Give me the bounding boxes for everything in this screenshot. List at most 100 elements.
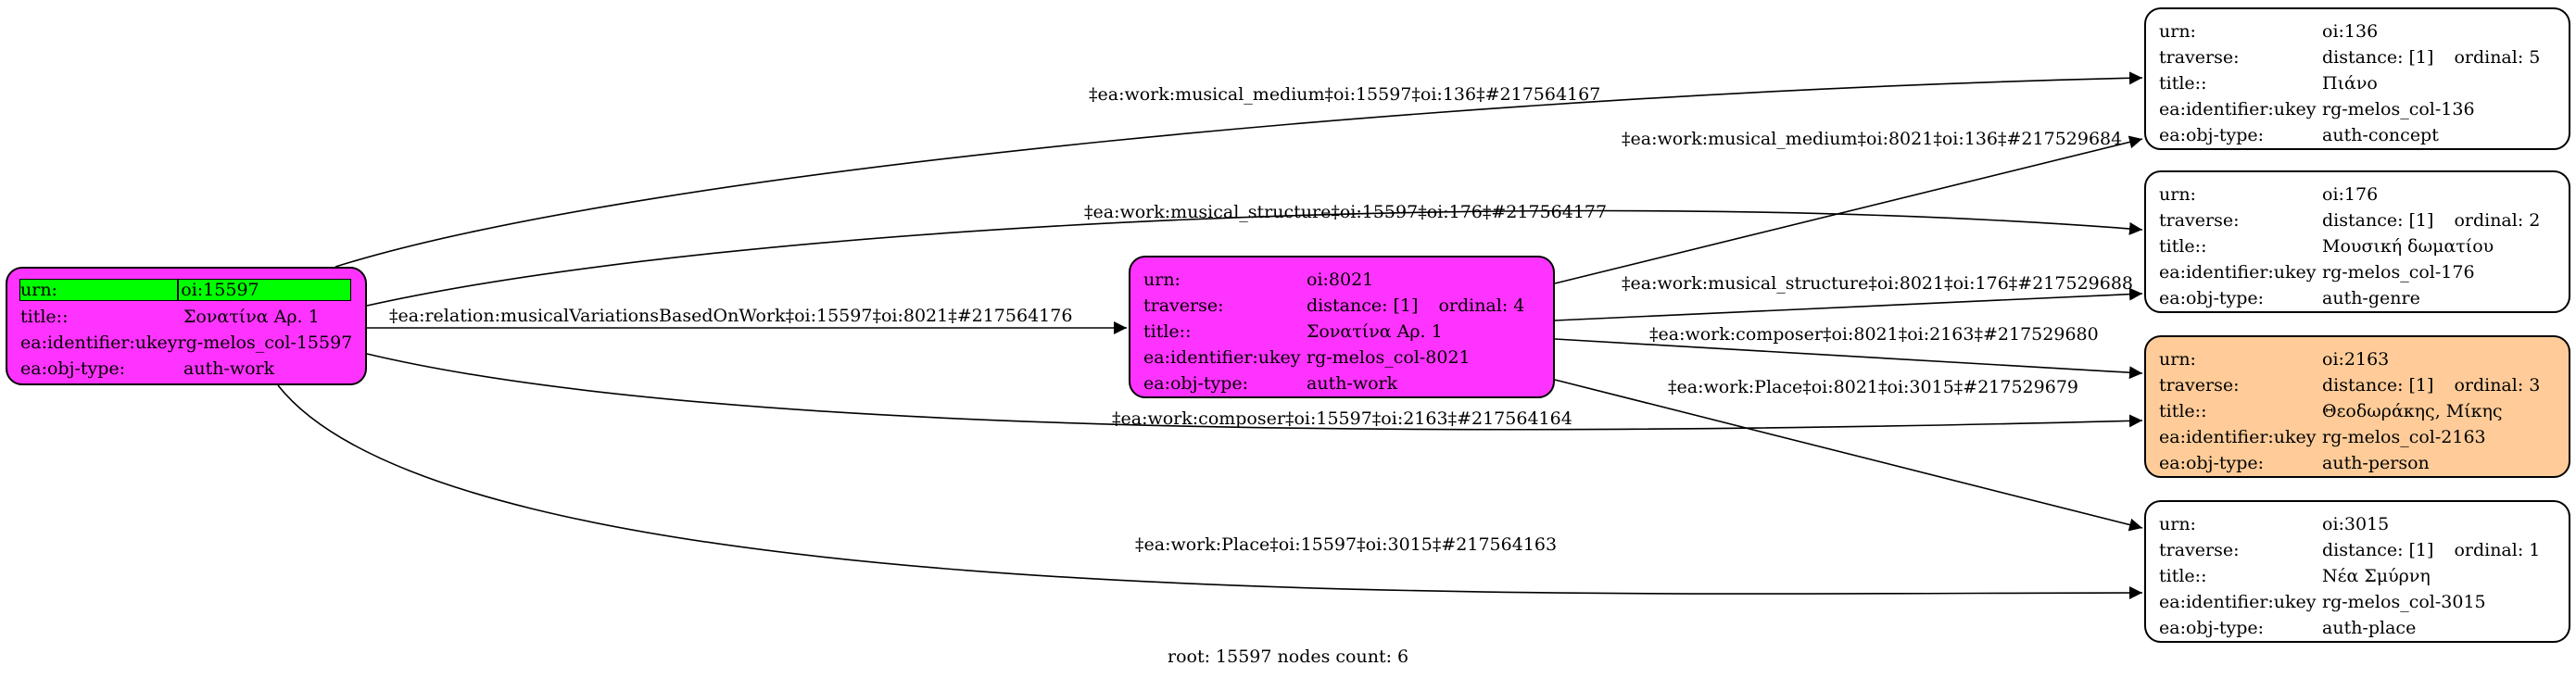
field-value: Μουσική δωματίου: [2322, 236, 2494, 257]
node-field-row: urn: oi:2163: [2159, 346, 2554, 372]
field-value-text: auth-place: [2322, 618, 2417, 638]
field-key: traverse:: [1143, 295, 1224, 316]
field-value-text: distance: [1]: [1307, 295, 1419, 316]
field-value-text: oi:176: [2322, 184, 2379, 205]
edge-oi-15597-to-oi-136: [335, 71, 2143, 268]
field-value: oi:15597: [178, 279, 351, 301]
edge-oi-15597-to-oi-176: [366, 209, 2143, 307]
field-value-text: Νέα Σμύρνη: [2322, 566, 2431, 586]
field-key: title::: [2159, 73, 2207, 94]
field-value-text: Σονατίνα Αρ. 1: [1307, 321, 1443, 342]
field-key: urn:: [2159, 514, 2196, 534]
field-value-text: rg-melos_col-2163: [2322, 427, 2486, 447]
field-value: rg-melos_col-136: [2322, 99, 2475, 119]
node-field-row: traverse: distance: [1] ordinal: 2: [2159, 207, 2554, 233]
field-key: urn:: [2159, 349, 2196, 370]
field-value: distance: [1] ordinal: 2: [2322, 210, 2540, 231]
edge-oi-8021-to-oi-176: [1554, 287, 2143, 321]
field-ordinal: ordinal: 4: [1438, 295, 1525, 316]
field-key: title::: [2159, 566, 2207, 586]
field-value: auth-work: [1307, 373, 1397, 394]
node-field-row: urn:oi:136: [2159, 19, 2554, 44]
field-value-text: oi:3015: [2322, 514, 2390, 534]
field-value-text: distance: [1]: [2322, 210, 2434, 231]
field-key: urn:: [2159, 21, 2196, 42]
node-oi-136[interactable]: urn:oi:136 traverse: distance: [1]ordinal:…: [2144, 7, 2570, 150]
node-field-row: ea:obj-type: auth-genre: [2159, 285, 2554, 311]
field-value: distance: [1] ordinal: 4: [1307, 295, 1524, 316]
field-value-text: auth-genre: [2322, 288, 2420, 308]
field-key: urn:: [2159, 184, 2196, 205]
edge-label: ‡ea:work:musical_medium‡oi:15597‡oi:136‡…: [1089, 84, 1600, 105]
field-value-text: distance: [1]: [2322, 540, 2434, 560]
node-oi-2163[interactable]: urn: oi:2163 traverse: distance: [1]ordinal…: [2144, 335, 2570, 478]
node-field-row: ea:obj-type: auth-concept: [2159, 122, 2554, 148]
field-value-text: Θεοδωράκης, Μίκης: [2322, 401, 2503, 421]
field-value-text: rg-melos_col-8021: [1307, 347, 1471, 368]
field-key: ea:obj-type:: [2159, 288, 2265, 308]
node-field-row: title::Θεοδωράκης, Μίκης: [2159, 398, 2554, 424]
node-field-row: traverse: distance: [1]ordinal: 3: [2159, 372, 2554, 398]
field-key: ea:obj-type:: [20, 358, 126, 379]
node-field-row: ea:obj-type:auth-place: [2159, 615, 2554, 641]
field-value: oi:8021: [1307, 270, 1373, 290]
field-value-text: rg-melos_col-176: [2322, 262, 2475, 282]
node-field-row: title::Νέα Σμύρνη: [2159, 563, 2554, 589]
node-field-row: urn: oi:8021: [1143, 267, 1538, 293]
field-value: auth-concept: [2322, 125, 2439, 145]
field-value-text: auth-concept: [2322, 125, 2439, 145]
edge-label: ‡ea:work:composer‡oi:15597‡oi:2163‡#2175…: [1112, 408, 1572, 429]
field-value: auth-place: [2322, 618, 2416, 638]
node-field-row: urn: oi:3015: [2159, 511, 2554, 537]
field-value: Θεοδωράκης, Μίκης: [2322, 401, 2503, 421]
field-value: distance: [1]ordinal: 3: [2322, 375, 2540, 396]
field-key: traverse:: [2159, 375, 2240, 396]
field-key: ea:identifier:ukey: [2159, 262, 2317, 282]
field-key: ea:identifier:ukey: [2159, 592, 2317, 612]
field-value: distance: [1]ordinal: 5: [2322, 47, 2540, 68]
field-key: traverse:: [2159, 47, 2240, 68]
field-key: urn:: [1143, 270, 1181, 290]
field-key: ea:identifier:ukey: [2159, 427, 2317, 447]
field-value-text: rg-melos_col-3015: [2322, 592, 2486, 612]
field-value: rg-melos_col-176: [2322, 262, 2475, 282]
field-value: auth-person: [2322, 453, 2430, 473]
field-value-text: oi:15597: [181, 280, 259, 300]
field-value: Σονατίνα Αρ. 1: [1307, 321, 1443, 342]
field-key: ea:identifier:ukey: [20, 333, 178, 353]
node-oi-8021[interactable]: urn: oi:8021 traverse: distance: [1] ordinal…: [1129, 256, 1555, 398]
field-value: Νέα Σμύρνη: [2322, 566, 2431, 586]
field-key: ea:obj-type:: [2159, 125, 2265, 145]
field-key: ea:obj-type:: [1143, 373, 1249, 394]
edge-label: ‡ea:work:musical_structure‡oi:8021‡oi:17…: [1622, 273, 2133, 294]
field-key: traverse:: [2159, 210, 2240, 231]
edge-oi-15597-to-oi-3015: [277, 384, 2143, 600]
node-field-row: urn: oi:176: [2159, 182, 2554, 207]
field-value: oi:2163: [2322, 349, 2389, 370]
field-value-text: auth-work: [1307, 373, 1398, 394]
field-ordinal: ordinal: 3: [2454, 375, 2541, 396]
field-value: oi:176: [2322, 184, 2378, 205]
node-field-row: ea:obj-type: auth-work: [20, 356, 350, 382]
node-oi-176[interactable]: urn: oi:176 traverse: distance: [1] ordinal:…: [2144, 170, 2570, 313]
field-ordinal: ordinal: 1: [2454, 540, 2541, 560]
field-key: title::: [2159, 401, 2207, 421]
field-value-text: oi:8021: [1307, 270, 1374, 290]
field-value: distance: [1] ordinal: 1: [2322, 540, 2540, 560]
field-key: urn:: [19, 279, 179, 301]
field-value: auth-work: [183, 358, 274, 379]
field-ordinal: ordinal: 2: [2454, 210, 2541, 231]
edge-label: ‡ea:work:composer‡oi:8021‡oi:2163‡#21752…: [1649, 324, 2099, 345]
node-field-row: traverse: distance: [1] ordinal: 4: [1143, 293, 1538, 319]
field-value: rg-melos_col-8021: [1307, 347, 1471, 368]
node-oi-3015[interactable]: urn: oi:3015 traverse: distance: [1] ordinal…: [2144, 500, 2570, 643]
field-value-text: rg-melos_col-15597: [177, 333, 353, 353]
field-value-text: distance: [1]: [2322, 47, 2434, 68]
field-key: traverse:: [2159, 540, 2240, 560]
